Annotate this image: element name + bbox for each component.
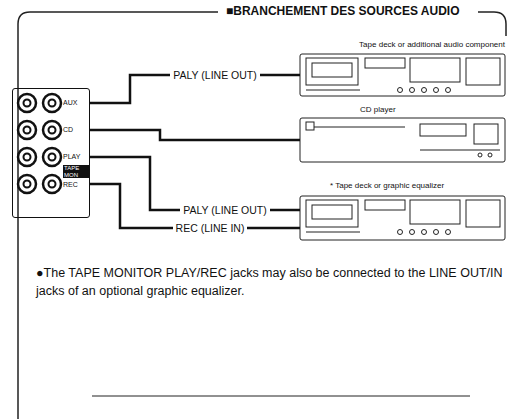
jack-panel: AUX CD PLAY TAPE MON REC	[12, 88, 90, 218]
device-label: Tape deck or additional audio component	[300, 41, 505, 50]
cable-label: REC (LINE IN)	[173, 222, 248, 234]
cd-player-drawing	[300, 118, 505, 162]
jack-label: REC	[63, 181, 89, 189]
frame-border	[18, 12, 506, 419]
jack-label: TAPE MON	[63, 165, 89, 178]
note-text: ●The TAPE MONITOR PLAY/REC jacks may als…	[36, 264, 504, 300]
cable-label: PALY (LINE OUT)	[170, 69, 259, 81]
tape-deck-drawing	[300, 196, 505, 240]
device-label: CD player	[360, 106, 505, 115]
jack-label: AUX	[63, 99, 89, 107]
section-title: ■BRANCHEMENT DES SOURCES AUDIO	[222, 4, 463, 18]
tape-deck: * Tape deck or graphic equalizer	[300, 180, 505, 242]
jack-label: CD	[63, 126, 89, 134]
tape-deck: Tape deck or additional audio component	[300, 40, 505, 98]
frame-rule	[92, 396, 470, 397]
audio-cable	[90, 130, 300, 140]
device-label: * Tape deck or graphic equalizer	[330, 182, 505, 191]
frame-right	[478, 12, 506, 36]
jack-sockets	[18, 94, 61, 193]
tape-deck-drawing	[300, 54, 505, 96]
cable-label: PALY (LINE OUT)	[180, 204, 269, 216]
audio-cable	[90, 157, 300, 210]
cd-player: CD player	[300, 104, 505, 164]
jack-label: PLAY	[63, 153, 89, 161]
